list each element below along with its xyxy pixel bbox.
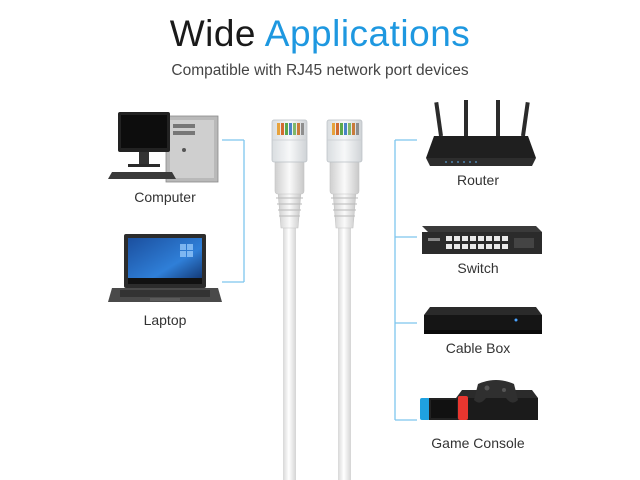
device-label-computer: Computer [134,189,196,205]
device-label-switch: Switch [457,260,499,276]
laptop-icon [108,234,222,302]
device-label-laptop: Laptop [143,312,187,328]
right-connector-bracket [394,139,417,421]
device-label-game-console: Game Console [431,435,525,451]
left-connector-bracket [222,139,245,283]
page-title: Wide Applications [0,12,640,56]
router-icon [426,100,536,166]
ethernet-cable-right [326,119,363,480]
title-accent: Applications [264,13,471,54]
title-plain: Wide [169,13,257,54]
network-switch-icon [422,226,542,254]
cable-box-icon [424,307,542,334]
game-console-icon [420,380,538,420]
page-subtitle: Compatible with RJ45 network port device… [171,62,469,79]
desktop-computer-icon [108,112,219,183]
device-label-cable-box: Cable Box [445,340,511,356]
ethernet-cable-left [271,119,308,480]
device-label-router: Router [456,172,500,188]
